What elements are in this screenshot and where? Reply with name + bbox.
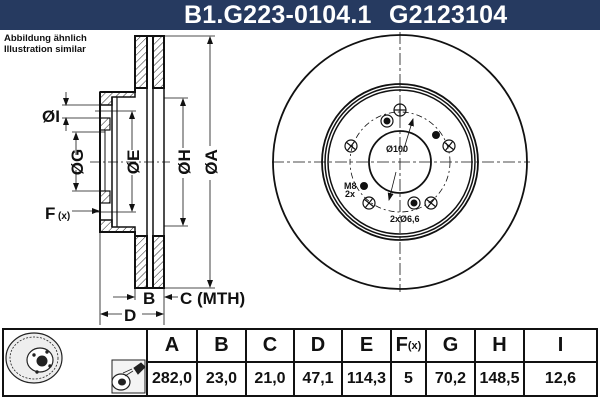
value-B: 23,0 (196, 363, 245, 395)
col-header-F-sub: (x) (407, 339, 422, 352)
col-header-B: B (196, 330, 245, 363)
illustration-caption: Abbildung ähnlich Illustration similar (4, 33, 87, 55)
label-dia-I: ØI (42, 107, 60, 126)
label-dia-A: ØA (202, 149, 221, 175)
caption-english: Illustration similar (4, 44, 86, 55)
value-C: 21,0 (245, 363, 293, 395)
col-header-F: F(x) (390, 330, 425, 363)
side-section-view (62, 35, 215, 325)
col-header-H: H (474, 330, 523, 363)
front-view (272, 32, 530, 292)
caption-german: Abbildung ähnlich (4, 33, 87, 44)
label-dia-H: ØH (175, 149, 194, 175)
technical-drawing: ØI ØG ØE ØH ØA F (x) B C (MTH) D (42, 32, 530, 325)
value-I: 12,6 (523, 363, 596, 395)
label-B: B (143, 289, 155, 308)
label-dia-G: ØG (68, 149, 87, 175)
col-header-A: A (146, 330, 196, 363)
col-header-F-letter: F (395, 334, 408, 356)
col-header-E: E (341, 330, 390, 363)
thread-count-label: 2x (345, 189, 355, 199)
thread-label: M8 (344, 181, 357, 191)
title-bar: B1.G223-0104.1 G2123104 (0, 0, 600, 30)
hole-label: 2xØ6,6 (390, 214, 420, 224)
col-header-I: I (523, 330, 596, 363)
value-A: 282,0 (146, 363, 196, 395)
value-E: 114,3 (341, 363, 390, 395)
label-C-mth: C (MTH) (180, 289, 245, 308)
product-images-cell (4, 330, 147, 395)
alt-part-number: G2123104 (389, 1, 508, 29)
value-G: 70,2 (425, 363, 474, 395)
label-D: D (124, 306, 136, 325)
label-F: F (45, 204, 55, 223)
label-F-sub: (x) (58, 211, 70, 222)
col-header-C: C (245, 330, 293, 363)
part-number: B1.G223-0104.1 (184, 1, 372, 29)
value-D: 47,1 (293, 363, 341, 395)
brake-disc-perspective-icon (5, 332, 63, 384)
label-dia-E: ØE (124, 150, 143, 175)
cleaning-spray-icon (111, 359, 146, 394)
col-header-G: G (425, 330, 474, 363)
bolt-circle-label: Ø100 (386, 144, 408, 154)
value-F: 5 (390, 363, 425, 395)
value-H: 148,5 (474, 363, 523, 395)
spec-table: A 282,0 B 23,0 C 21,0 D 47,1 E 114,3 F(x… (2, 328, 598, 397)
col-header-D: D (293, 330, 341, 363)
